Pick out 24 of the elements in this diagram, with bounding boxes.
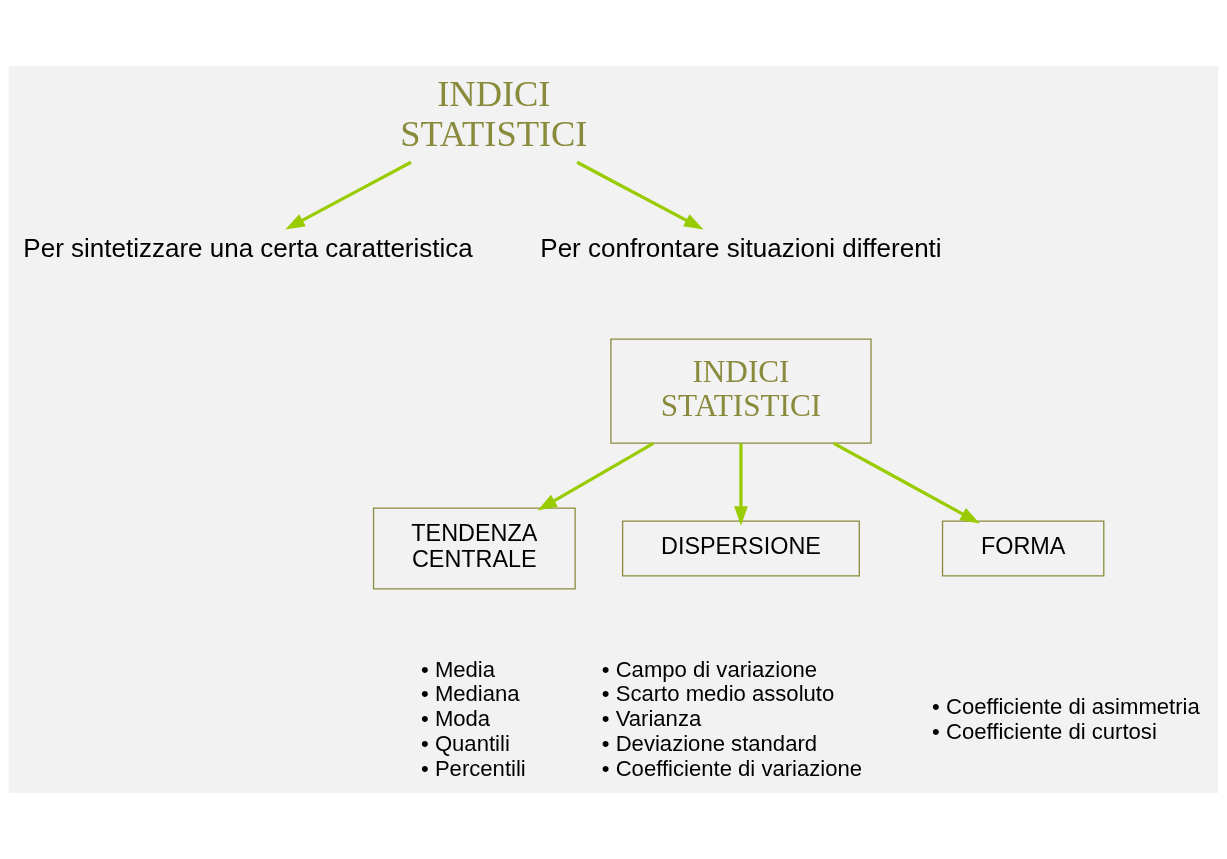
node-box: DISPERSIONE bbox=[621, 520, 860, 577]
arrow bbox=[734, 443, 748, 526]
node-label: • Scarto medio assoluto bbox=[601, 681, 835, 707]
node-label: • Media bbox=[421, 656, 496, 682]
node-label: • Coefficiente di asimmetria bbox=[932, 693, 1200, 719]
node-label: • Coefficiente di curtosi bbox=[932, 718, 1157, 744]
node-text: INDICI STATISTICI bbox=[400, 73, 588, 154]
node-label: • Mediana bbox=[421, 681, 520, 707]
node-label: • Moda bbox=[421, 706, 491, 732]
node-text: Per confrontare situazioni differenti bbox=[540, 233, 942, 264]
node-label: • Deviazione standard bbox=[601, 730, 818, 756]
node-label: • Campo di variazione bbox=[601, 656, 818, 682]
node-box: INDICI STATISTICI bbox=[610, 338, 872, 444]
arrow bbox=[832, 441, 980, 524]
arrow bbox=[537, 441, 655, 511]
node-label: • Coefficiente di variazione bbox=[601, 755, 863, 781]
node-label: • Varianza bbox=[601, 706, 702, 732]
arrow bbox=[576, 160, 704, 230]
node-label: • Percentili bbox=[421, 755, 526, 781]
node-label: • Quantili bbox=[421, 730, 510, 756]
node-box: FORMA bbox=[941, 520, 1105, 577]
arrow bbox=[285, 160, 412, 230]
node-box: TENDENZA CENTRALE bbox=[372, 507, 576, 590]
node-text: Per sintetizzare una certa caratteristica bbox=[23, 233, 473, 264]
